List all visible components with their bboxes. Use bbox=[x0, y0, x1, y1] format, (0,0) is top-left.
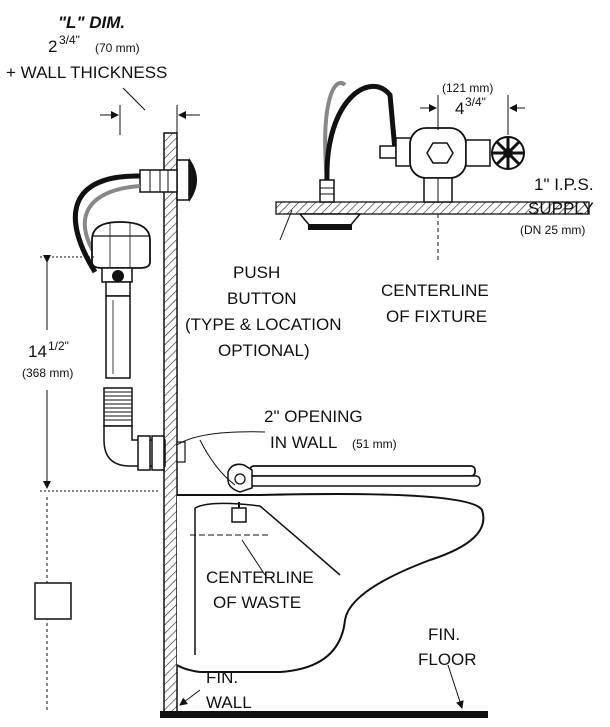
fin-wall-line1: FIN. bbox=[206, 668, 238, 687]
flushometer-valve bbox=[91, 221, 151, 297]
height-label: 14 1/2" (368 mm) bbox=[22, 339, 73, 380]
centerline-waste-label: CENTERLINE OF WASTE bbox=[206, 568, 314, 612]
opening-metric: (51 mm) bbox=[352, 437, 397, 451]
supply-line1: 1" I.P.S. bbox=[534, 175, 594, 194]
height-frac: 1/2" bbox=[48, 339, 69, 353]
centerline-waste-line1: CENTERLINE bbox=[206, 568, 314, 587]
l-dim-value-whole: 2 bbox=[48, 37, 57, 56]
waste-leader bbox=[241, 539, 266, 576]
fin-wall-label: FIN. WALL bbox=[206, 668, 252, 712]
centerline-waste-line2: OF WASTE bbox=[213, 593, 301, 612]
push-line1: PUSH bbox=[233, 263, 280, 282]
push-line2: BUTTON bbox=[227, 289, 297, 308]
height-metric: (368 mm) bbox=[22, 366, 73, 380]
valve-width-label: (121 mm) 4 3/4" bbox=[442, 81, 493, 118]
height-dimension bbox=[40, 255, 160, 710]
floor-leader bbox=[447, 664, 464, 709]
fin-floor-label: FIN. FLOOR bbox=[418, 625, 477, 669]
dim-434-frac: 3/4" bbox=[465, 95, 486, 109]
fin-floor-line2: FLOOR bbox=[418, 650, 477, 669]
l-dim-title: "L" DIM. bbox=[58, 13, 125, 32]
opening-line2: IN WALL bbox=[270, 433, 337, 452]
valve-width-dimension bbox=[420, 95, 525, 135]
l-dim-dimension bbox=[100, 87, 200, 135]
finished-wall bbox=[163, 132, 178, 714]
opening-leader bbox=[176, 431, 266, 446]
supply-label: 1" I.P.S. SUPPLY (DN 25 mm) bbox=[520, 175, 594, 237]
l-dim-label: "L" DIM. 2 3/4" (70 mm) + WALL THICKNESS bbox=[6, 13, 167, 82]
flush-tube bbox=[105, 295, 131, 379]
opening-line1: 2" OPENING bbox=[264, 407, 363, 426]
wall-leader bbox=[179, 689, 201, 706]
centerline-fixture-label: CENTERLINE OF FIXTURE bbox=[381, 281, 489, 326]
dim-121-metric: (121 mm) bbox=[442, 81, 493, 95]
push-button-leader bbox=[279, 209, 293, 241]
fin-wall-line2: WALL bbox=[206, 693, 252, 712]
supply-stop-valve bbox=[379, 127, 525, 203]
height-whole: 14 bbox=[28, 342, 47, 361]
finished-floor bbox=[160, 711, 488, 718]
l-dim-metric: (70 mm) bbox=[95, 41, 140, 55]
vacuum-breaker bbox=[103, 387, 133, 427]
access-panel bbox=[34, 582, 72, 620]
l-dim-value-frac: 3/4" bbox=[59, 33, 80, 47]
opening-label: 2" OPENING IN WALL (51 mm) bbox=[264, 407, 397, 452]
wall-thickness-label: + WALL THICKNESS bbox=[6, 63, 167, 82]
centerline-fixture-line1: CENTERLINE bbox=[381, 281, 489, 300]
sensor-cables-right bbox=[323, 81, 398, 181]
supply-line2: SUPPLY bbox=[528, 199, 594, 218]
supply-metric: (DN 25 mm) bbox=[520, 223, 585, 237]
push-button-label: PUSH BUTTON (TYPE & LOCATION OPTIONAL) bbox=[185, 263, 342, 360]
fin-floor-line1: FIN. bbox=[428, 625, 460, 644]
toilet-bowl bbox=[176, 463, 485, 673]
spud-elbow bbox=[103, 425, 186, 471]
push-line3: (TYPE & LOCATION bbox=[185, 315, 342, 334]
dim-434-whole: 4 bbox=[455, 99, 464, 118]
push-line4: OPTIONAL) bbox=[218, 341, 310, 360]
wall-flush-valve-body bbox=[139, 158, 197, 202]
centerline-fixture-line2: OF FIXTURE bbox=[386, 307, 487, 326]
